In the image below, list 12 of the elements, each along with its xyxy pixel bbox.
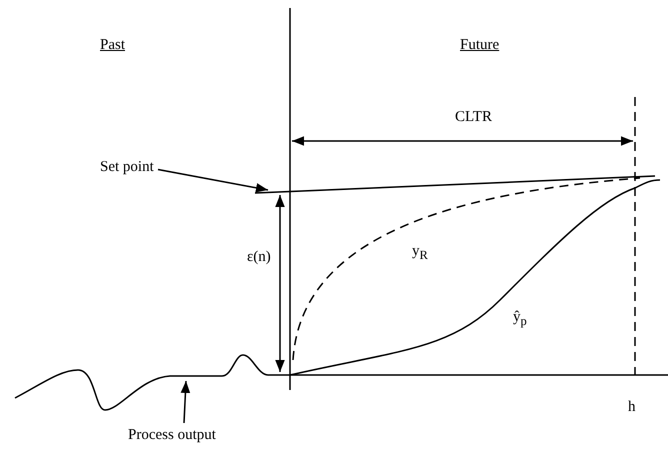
leader-line (158, 168, 268, 193)
heading: Past (100, 38, 126, 53)
callout-label: Set point (100, 160, 154, 175)
callout-label: Process output (128, 428, 216, 443)
curve-label: ŷ$_{p}$ (513, 310, 527, 328)
curve-label: y$_{R}$ (412, 244, 428, 262)
axis-label: h (628, 400, 636, 415)
heading: Future (460, 38, 500, 53)
leader-line (180, 380, 190, 424)
process-output-curve (14, 354, 290, 411)
dimension-label: CLTR (455, 110, 492, 125)
dimension-label: ε(n) (247, 250, 271, 265)
